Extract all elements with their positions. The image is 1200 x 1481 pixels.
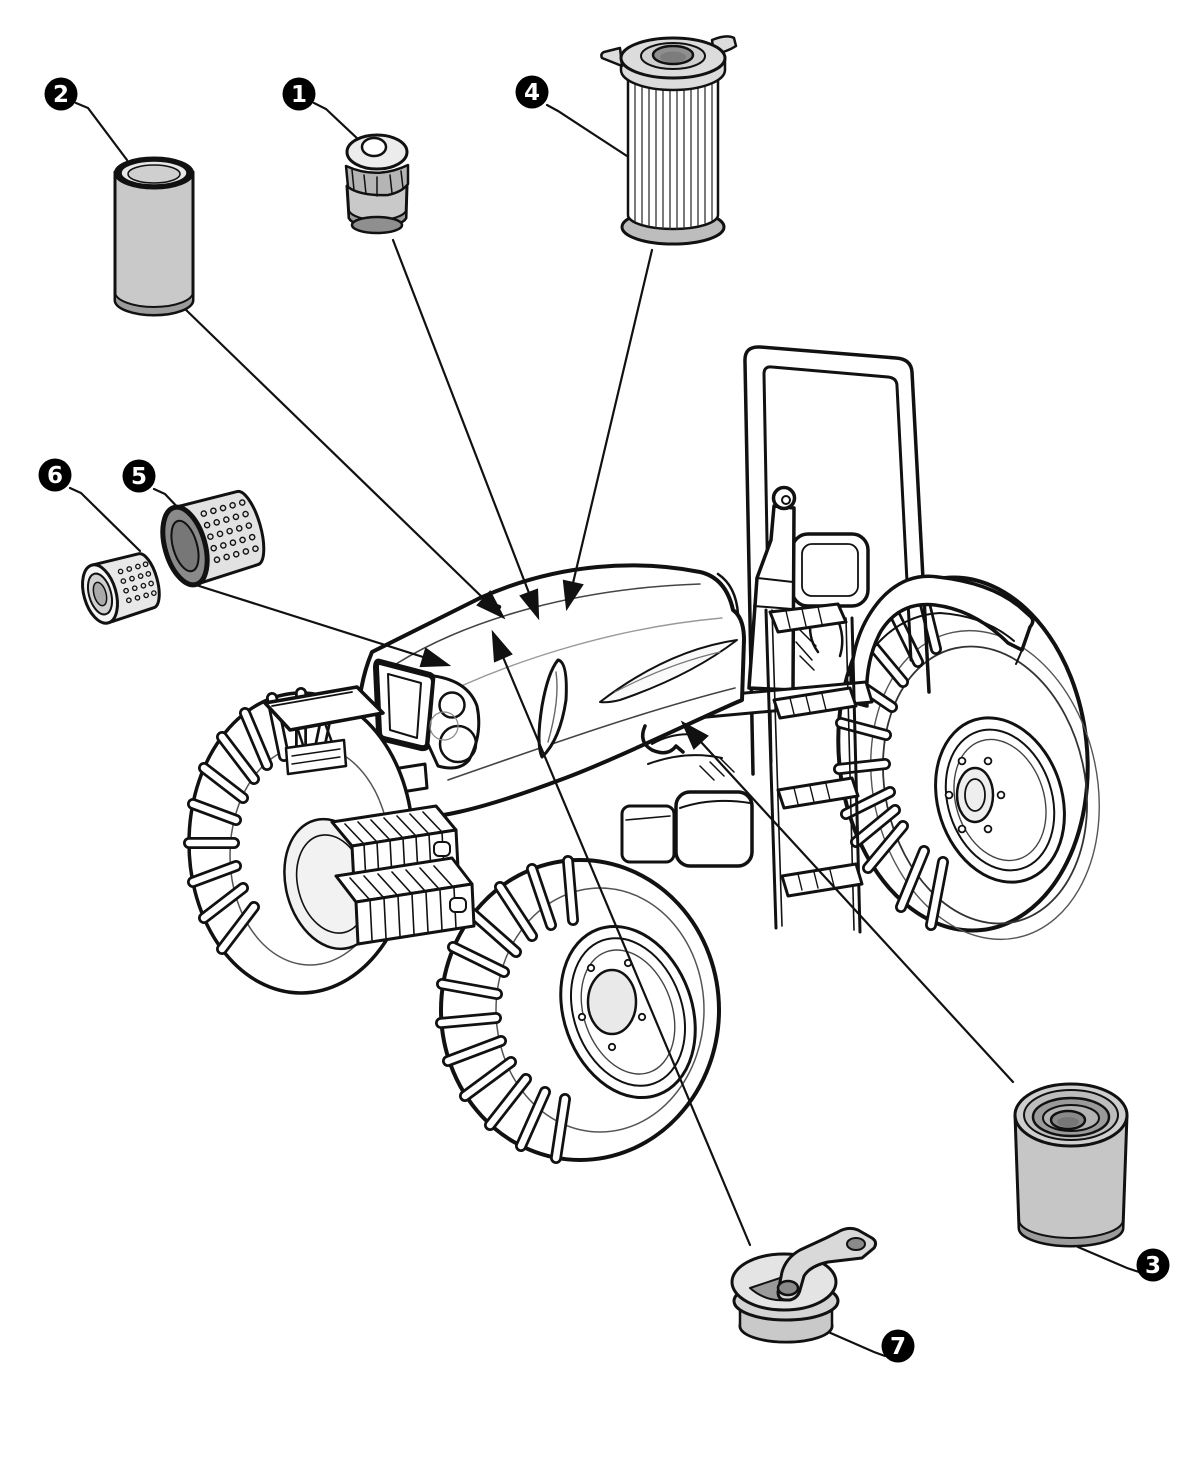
arrowhead-parts-5-6 — [419, 647, 452, 668]
rear-rim — [934, 716, 1066, 884]
callout-6: 6 — [38, 458, 72, 492]
callout-7-number: 7 — [890, 1334, 906, 1360]
arrowhead-part-4 — [562, 579, 584, 612]
callout-5: 5 — [122, 459, 156, 493]
battery-box — [620, 804, 676, 864]
part-7-cap-with-lever — [730, 1226, 878, 1344]
rops-frame — [743, 345, 931, 776]
exhaust-muffler — [747, 485, 797, 692]
rear-hub-bolts — [944, 756, 1006, 834]
callout-7: 7 — [881, 1329, 915, 1363]
callout-3: 3 — [1136, 1248, 1170, 1282]
part-3-fuel-filter — [1013, 1082, 1129, 1248]
callout-4: 4 — [515, 75, 549, 109]
callout-1: 1 — [282, 77, 316, 111]
exhaust-tip — [771, 485, 797, 511]
lever-end-hole — [846, 1237, 866, 1251]
arrowhead-part-1 — [519, 588, 540, 621]
part-5-perforations — [200, 499, 259, 564]
part-6-inner-air-filter-element — [81, 552, 161, 625]
leader-callout-4 — [545, 103, 632, 160]
leader-callout-2 — [74, 101, 129, 162]
rear-wheel — [833, 575, 1100, 941]
hood-side-vent — [537, 658, 568, 759]
callout-2-number: 2 — [53, 82, 69, 108]
rear-fender — [849, 574, 1035, 708]
leader-callout-6 — [68, 486, 142, 553]
leader-callout-3 — [1076, 1245, 1141, 1274]
callout-6-number: 6 — [47, 463, 63, 489]
step-ladder — [764, 602, 864, 934]
part-4-pleated-filter-element — [600, 35, 738, 246]
seat — [790, 532, 870, 671]
pointer-part-1 — [391, 238, 540, 621]
pointer-part-4 — [562, 248, 654, 612]
front-weight-racks — [330, 804, 476, 946]
part-1-spin-on-oil-filter — [344, 133, 410, 235]
pointer-part-3 — [680, 720, 1015, 1084]
callout-leader-lines — [68, 101, 1141, 1358]
hood-hook-handle — [640, 724, 685, 755]
callout-3-number: 3 — [1145, 1253, 1161, 1279]
leader-callout-7 — [824, 1329, 887, 1358]
hood — [355, 563, 746, 821]
pointer-part-2 — [181, 305, 506, 620]
callout-1-number: 1 — [291, 82, 307, 108]
callout-5-number: 5 — [131, 464, 147, 490]
callout-2: 2 — [44, 77, 78, 111]
arrowhead-part-2 — [476, 590, 506, 620]
part-5-outer-air-filter-element — [160, 489, 266, 588]
part-2-filter-cartridge — [113, 156, 195, 317]
front-hub-bolts — [577, 958, 647, 1052]
pointer-part-7 — [491, 629, 752, 1247]
arrowhead-part-3 — [680, 720, 709, 750]
headlight-upper — [438, 691, 466, 719]
pointer-parts-5-6 — [194, 583, 452, 668]
hood-side-swoosh — [599, 639, 738, 704]
leader-callout-1 — [312, 101, 362, 143]
fuel-tank — [674, 790, 754, 868]
front-right-wheel — [435, 855, 721, 1164]
callouts: 1 2 3 4 5 6 7 — [38, 75, 1170, 1363]
tractor-illustration — [183, 345, 1100, 1164]
front-fender-plate — [263, 685, 385, 776]
lever-pivot-hole — [776, 1279, 800, 1297]
arrowhead-part-7 — [491, 629, 513, 663]
part-6-perforations — [117, 561, 157, 604]
callout-4-number: 4 — [524, 80, 540, 106]
